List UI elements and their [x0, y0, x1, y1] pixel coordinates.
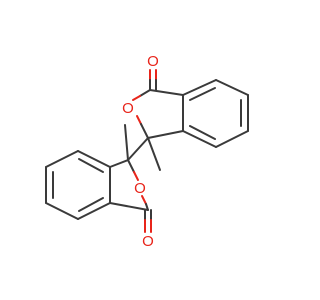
central-bond: [127, 137, 149, 161]
lower-carbonyl-c-to-ring: [109, 202, 149, 211]
upper-o-to-quat-c-part: [140, 123, 149, 139]
structure-diagram: O O O O: [45, 53, 249, 250]
lower-benzene-inner-1: [78, 158, 104, 173]
atom-label-o4: O: [142, 233, 154, 250]
upper-benzene-inner-3: [189, 125, 216, 140]
lower-benzene-4: [45, 202, 79, 220]
upper-carbonyl-c-to-ring: [149, 89, 184, 96]
upper-c-to-o-part: [139, 89, 151, 97]
lower-benzene-2: [45, 150, 79, 168]
lower-quat-c-to-o: [133, 171, 139, 181]
lower-methyl-bond: [124, 124, 129, 161]
lower-benzene-5: [77, 202, 111, 220]
upper-benzene-2: [215, 79, 249, 96]
atom-label-o3: O: [134, 180, 146, 197]
upper-benzene-5: [182, 130, 217, 148]
upper-c-to-o: [132, 95, 141, 101]
upper-phthalide-unit: [132, 69, 249, 171]
lower-phthalide-unit: [45, 124, 152, 233]
upper-methyl-bond: [147, 137, 161, 171]
lower-quat-c-to-ring: [109, 159, 129, 168]
lower-quat-c-to-o-part: [127, 159, 135, 173]
upper-benzene-inner-1: [189, 87, 216, 101]
upper-o-to-quat-c: [136, 115, 142, 125]
atom-label-o2: O: [122, 100, 134, 117]
upper-quat-c-to-ring: [147, 130, 184, 139]
lower-benzene-inner-3: [78, 197, 104, 212]
upper-benzene-1: [182, 79, 217, 96]
lower-o-to-c: [141, 195, 147, 205]
upper-benzene-4: [215, 130, 249, 148]
lower-benzene-1: [77, 150, 111, 168]
atom-label-o1: O: [147, 53, 159, 70]
